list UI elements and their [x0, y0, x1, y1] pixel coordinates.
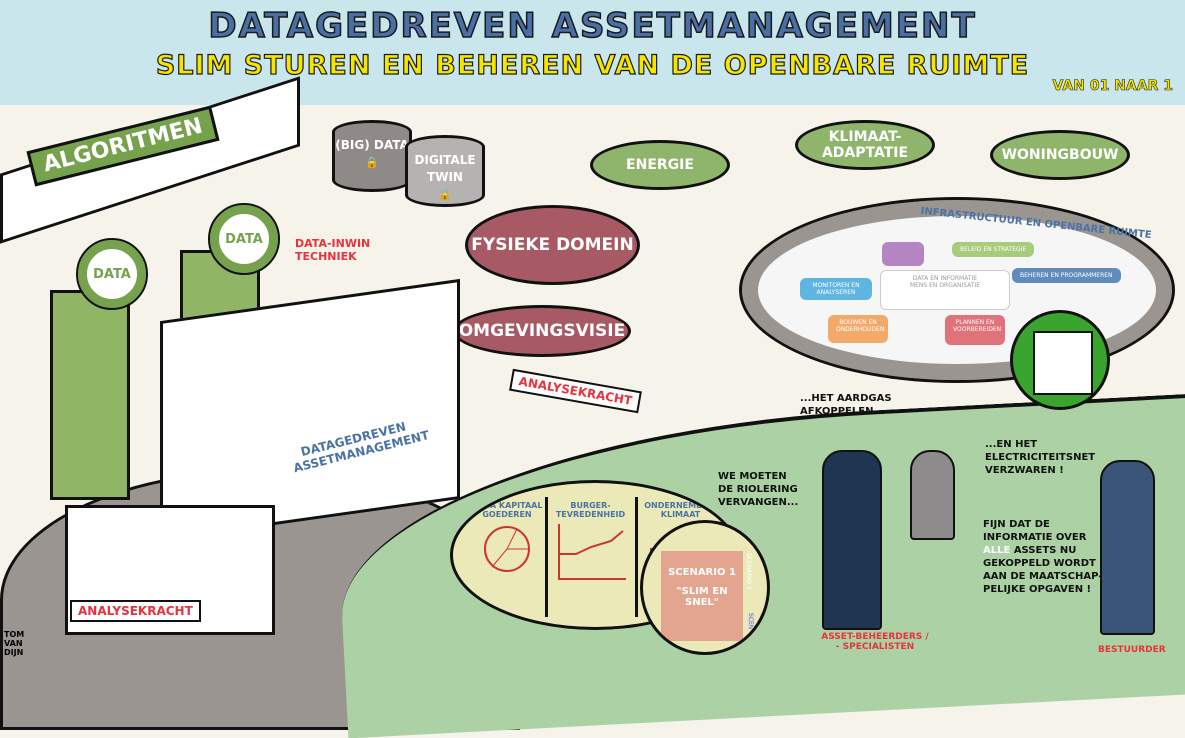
line-chart-icon — [557, 524, 626, 580]
person-specialist — [910, 450, 955, 540]
data-pump — [50, 290, 130, 500]
page-subtitle: SLIM STUREN EN BEHEREN VAN DE OPENBARE R… — [155, 49, 1030, 81]
speech-net: ...EN HET ELECTRICITEITSNET VERZWAREN ! — [985, 439, 1096, 476]
version-label: VAN 01 NAAR 1 — [1052, 78, 1173, 95]
digital-twin-database: DIGITALE TWIN 🔒 — [405, 135, 485, 207]
scenario-title: SCENARIO 1 — [668, 567, 736, 578]
segment-purple — [882, 242, 924, 266]
person-asset-manager — [822, 450, 882, 630]
speech-fijn: FIJN DAT DE INFORMATIE OVER ALLE ASSETS … — [983, 518, 1108, 596]
theme-energie: ENERGIE — [590, 140, 730, 190]
db-label: DIGITALE TWIN — [414, 153, 476, 184]
scenario-tab: SCENARIO 1 — [745, 553, 752, 590]
page-title: DATAGEDREVEN ASSETMANAGEMENT — [208, 5, 977, 47]
segment-beleid: BELEID EN STRATEGIE — [952, 242, 1035, 257]
panel-nota: NOTA KAPITAAL GOEDEREN — [463, 497, 551, 617]
panel-burger: BURGER-TEVREDENHEID — [545, 497, 633, 617]
pie-icon — [484, 526, 530, 572]
scenario-quote: "SLIM EN SNEL" — [676, 586, 728, 608]
speech-riool: WE MOETEN DE RIOLERING VERVANGEN... — [718, 471, 799, 508]
data-disk-icon: DATA — [208, 203, 280, 275]
scenario-bubble: SCENARIO 1 "SLIM EN SNEL" SCENARIO 1 SCEN — [640, 520, 770, 655]
sky — [0, 0, 1185, 105]
lock-icon: 🔒 — [365, 156, 379, 169]
analysekracht-label: ANALYSEKRACHT — [70, 600, 201, 622]
center-data: DATA EN INFORMATIE — [912, 275, 978, 282]
segment-plannen: PLANNEN EN VOORBEREIDEN — [945, 315, 1005, 345]
theme-klimaatadaptatie: KLIMAAT-ADAPTATIE — [795, 120, 935, 170]
speech-text: FIJN DAT DE INFORMATIE OVER — [983, 519, 1087, 543]
panel-title: NOTA KAPITAAL GOEDEREN — [471, 501, 543, 519]
author-signature: TOM VAN DIJN — [4, 630, 25, 657]
segment-monitoren: MONITOREN EN ANALYSEREN — [800, 278, 872, 300]
person-director — [1100, 460, 1155, 635]
panel-title: BURGER-TEVREDENHEID — [555, 501, 626, 519]
role-specialists: ASSET-BEHEERDERS / - SPECIALISTEN — [821, 632, 929, 652]
truck — [160, 278, 460, 542]
speech-text: ASSETS NU GEKOPPELD WORDT AAN DE MAATSCH… — [983, 545, 1103, 595]
omgevingsvisie: OMGEVINGSVISIE — [453, 305, 631, 357]
big-data-database: (BIG) DATA 🔒 — [332, 120, 412, 192]
panel-title: ONDERNEMERS-KLIMAAT — [644, 501, 717, 519]
checklist-bubble — [1010, 310, 1110, 410]
role-director: BESTUURDER — [1098, 645, 1166, 655]
speech-gas: ...HET AARDGAS AFKOPPELEN... — [800, 393, 892, 417]
scenario-tab-2: SCEN — [747, 613, 754, 630]
segment-bouwen: BOUWEN EN ONDERHOUDEN — [828, 315, 888, 343]
fysieke-domein: FYSIEKE DOMEIN — [465, 205, 640, 285]
data-disk-icon: DATA — [76, 238, 148, 310]
speech-highlight: ALLE — [983, 545, 1011, 556]
center-mens: MENS EN ORGANISATIE — [909, 282, 981, 289]
db-label: (BIG) DATA — [335, 138, 409, 152]
theme-woningbouw: WONINGBOUW — [990, 130, 1130, 180]
analysekracht-label: ANALYSEKRACHT — [509, 368, 642, 414]
scenario-card: SCENARIO 1 "SLIM EN SNEL" — [661, 551, 743, 641]
sensor-label: DATA-INWIN TECHNIEK — [295, 237, 371, 263]
lock-icon: 🔒 — [438, 188, 452, 201]
segment-beheren: BEHEREN EN PROGRAMMEREN — [1012, 268, 1121, 283]
checklist-icon — [1033, 331, 1093, 395]
